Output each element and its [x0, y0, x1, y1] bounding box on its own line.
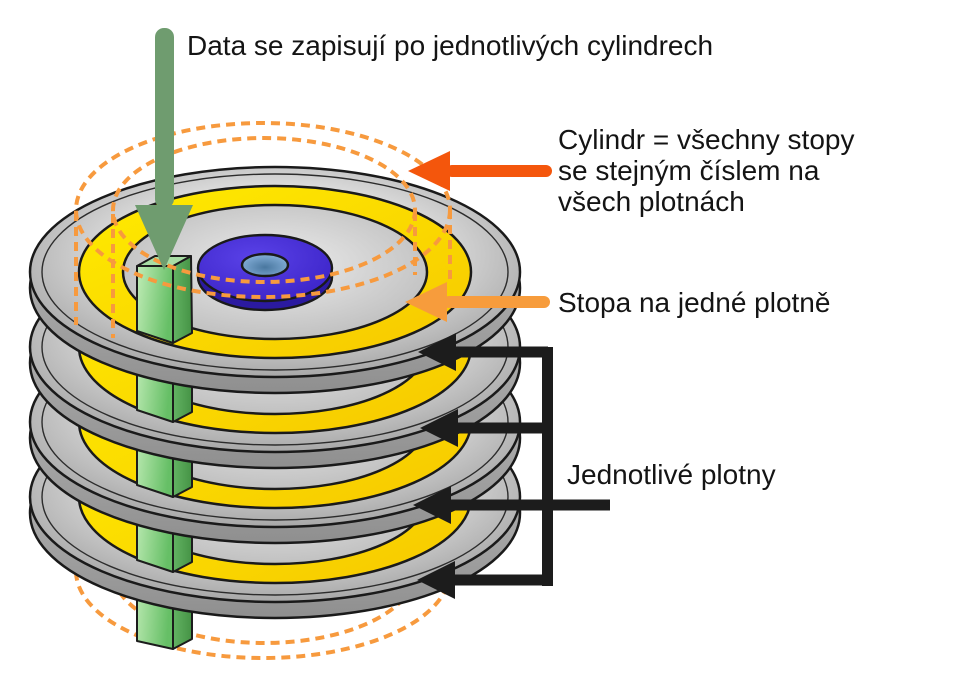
track-label: Stopa na jedné plotně — [558, 287, 831, 318]
platter-pointer-arrows — [413, 333, 610, 599]
cylinder-label-line1: Cylindr = všechny stopy — [558, 124, 855, 155]
write-direction-arrow — [135, 28, 193, 270]
cylinder-label: Cylindr = všechny stopy se stejným čísle… — [558, 124, 854, 217]
cylinder-label-line3: všech plotnách — [558, 186, 745, 217]
cylinder-dashed-overlay — [74, 121, 452, 338]
spindle-hub — [196, 233, 334, 312]
cylinder-label-line2: se stejným číslem na — [558, 155, 820, 186]
track-arrow — [405, 282, 550, 322]
platters-label: Jednotlivé plotny — [567, 459, 776, 490]
page-title: Data se zapisují po jednotlivých cylindr… — [187, 30, 714, 61]
cylinder-arrow — [408, 151, 552, 191]
